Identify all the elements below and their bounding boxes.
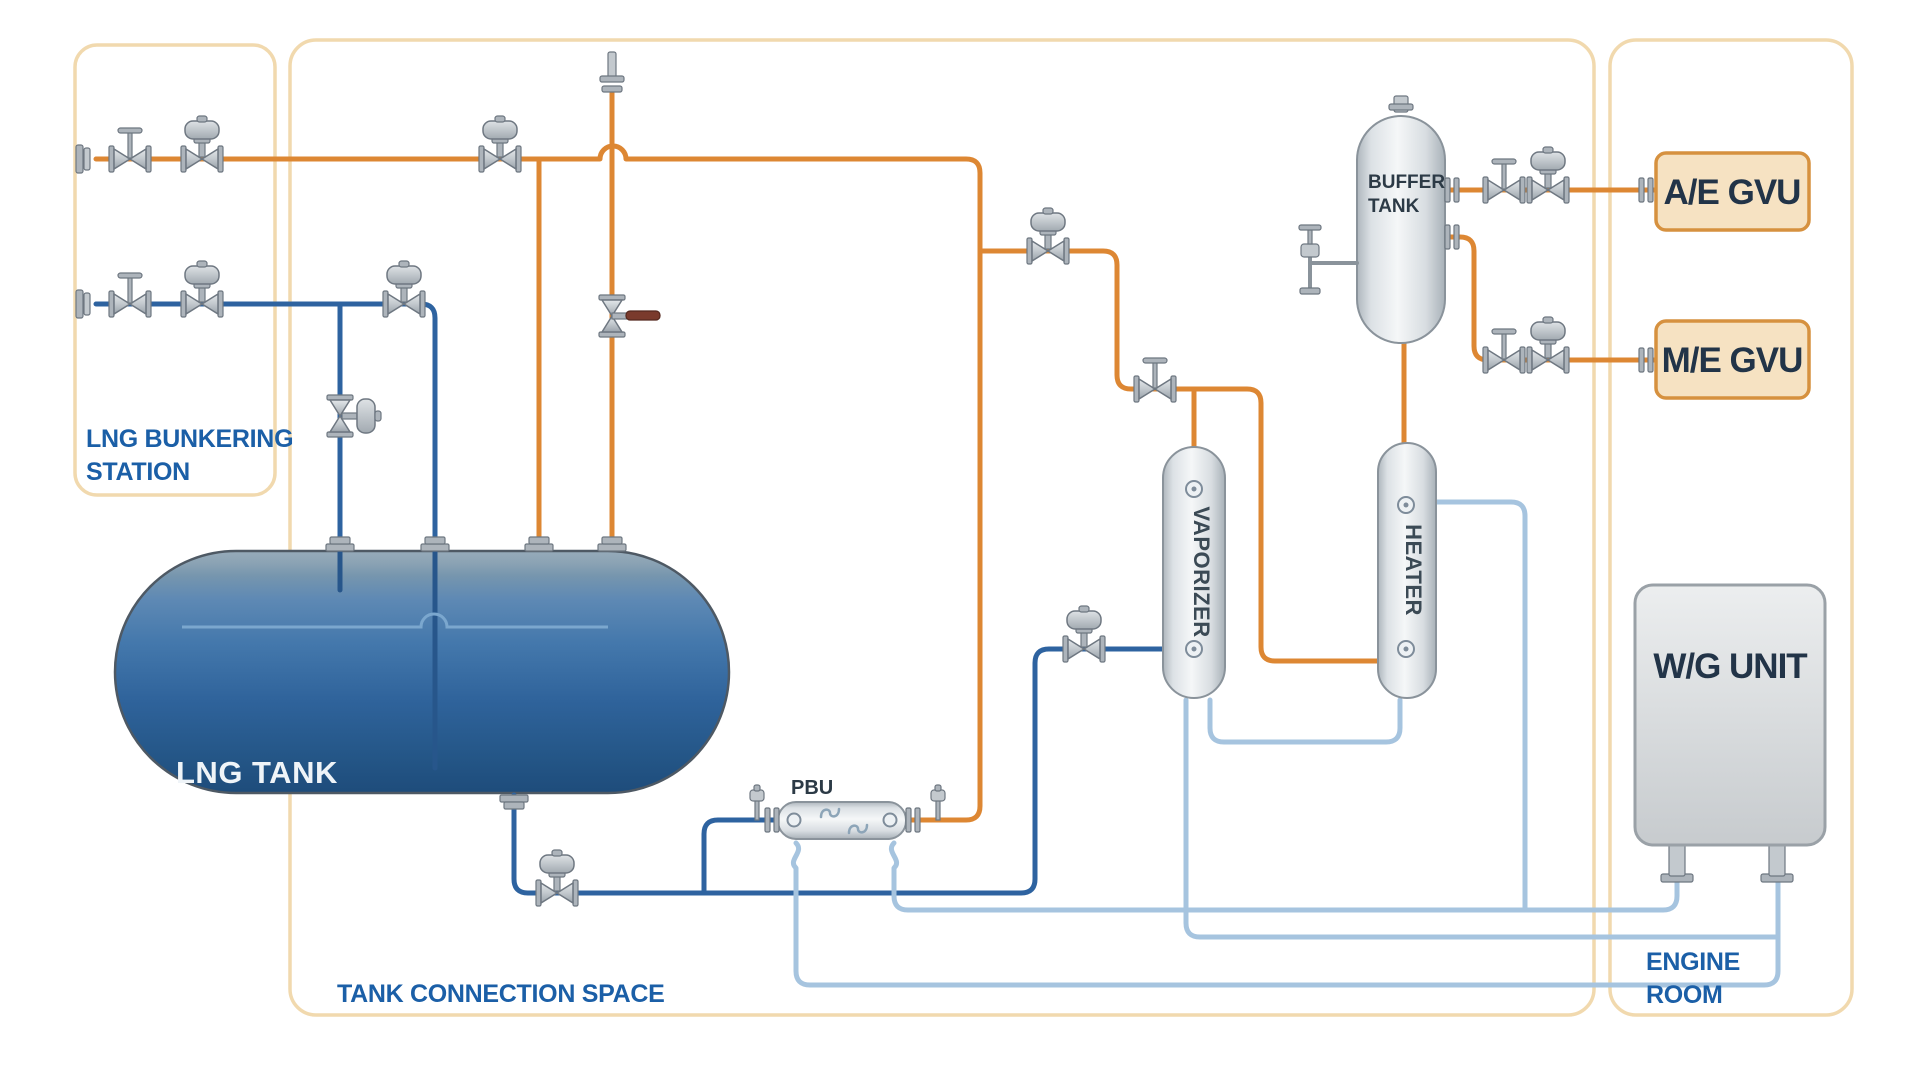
tank-connection-space-label: TANK CONNECTION SPACE bbox=[337, 980, 665, 1008]
manual-valve-bunkering-liquid bbox=[108, 272, 152, 318]
gas-pipe-to-heater bbox=[977, 248, 1383, 664]
vaporizer-port-bottom bbox=[1185, 640, 1203, 658]
control-valve-me-gvu bbox=[1526, 316, 1570, 374]
glycol-pipes bbox=[790, 499, 1781, 988]
manual-lever-valve-vent bbox=[598, 294, 661, 338]
instrument-pbu-inlet bbox=[749, 784, 765, 821]
bunkering-station-label-line2: STATION bbox=[86, 458, 190, 486]
control-valve-bottom-fill-side-actuator bbox=[326, 394, 382, 438]
tank-nozzle-vapor bbox=[524, 536, 554, 552]
control-valve-tank-vapor-outlet bbox=[1026, 207, 1070, 265]
vaporizer-port-top bbox=[1185, 480, 1203, 498]
wg-unit-label: W/G UNIT bbox=[1653, 647, 1807, 686]
zone-tank-connection-space bbox=[288, 38, 1596, 1017]
lng-tank-label: LNG TANK bbox=[176, 755, 338, 790]
bunkering-liquid-connection-cap bbox=[75, 289, 91, 319]
buffer-instrument-handle bbox=[1298, 224, 1322, 231]
lng-pipe-pbu-feed bbox=[701, 817, 783, 896]
valves bbox=[108, 115, 1570, 907]
ae-gvu-label: A/E GVU bbox=[1664, 173, 1801, 212]
vaporizer-label: VAPORIZER bbox=[1189, 506, 1214, 637]
tank-nozzle-fill-2 bbox=[420, 536, 450, 552]
manual-valve-bunkering-gas bbox=[108, 127, 152, 173]
buffer-tank-instrument-valve bbox=[1298, 224, 1359, 295]
buffer-tank-vessel bbox=[1356, 115, 1446, 344]
buffer-tank-label-line1: BUFFER bbox=[1368, 172, 1445, 193]
glycol-pipe-vaporizer-return bbox=[1183, 697, 1781, 940]
buffer-instrument-stem bbox=[1307, 229, 1313, 245]
manual-valve-me-gvu bbox=[1482, 328, 1526, 374]
gas-pipe-buffer-to-me-gvu bbox=[1446, 234, 1663, 363]
engine-room-label-line2: ROOM bbox=[1646, 981, 1723, 1009]
lng-pipe-tank-outlet-header bbox=[511, 646, 1169, 896]
heater-port-bottom bbox=[1397, 640, 1415, 658]
bunkering-gas-connection-cap bbox=[75, 144, 91, 174]
buffer-tank-label-line2: TANK bbox=[1368, 196, 1420, 217]
pbu-label: PBU bbox=[791, 777, 833, 799]
gas-pipe-bunkering-header-and-pbu-return bbox=[93, 143, 983, 823]
ae-gvu-box bbox=[1654, 151, 1811, 232]
tank-nozzle-vent bbox=[597, 536, 627, 552]
pbu-bolt-right bbox=[882, 812, 898, 828]
engine-room-label-line1: ENGINE bbox=[1646, 948, 1740, 976]
bunkering-station-label-line1: LNG BUNKERING bbox=[86, 425, 293, 453]
me-gvu-label: M/E GVU bbox=[1662, 341, 1803, 380]
control-valve-bunkering-liquid bbox=[180, 260, 224, 318]
wg-unit-box bbox=[1633, 583, 1827, 847]
heater-label: HEATER bbox=[1401, 524, 1426, 616]
control-valve-lng-outlet bbox=[535, 849, 579, 907]
wg-unit bbox=[1633, 583, 1827, 883]
vaporizer-vessel bbox=[1162, 446, 1226, 699]
instrument-pbu-outlet bbox=[930, 784, 946, 821]
pbu-bolt-left bbox=[786, 812, 802, 828]
buffer-instrument-flange bbox=[1299, 287, 1321, 295]
me-gvu-box bbox=[1654, 319, 1811, 400]
zone-bunkering-station bbox=[73, 43, 277, 497]
zone-engine-room bbox=[1608, 38, 1854, 1017]
tank-nozzle-fill-1 bbox=[325, 536, 355, 552]
manual-valve-ae-gvu bbox=[1482, 158, 1526, 204]
fittings bbox=[75, 51, 1654, 833]
glycol-pipe-heater-vaporizer-link bbox=[1207, 697, 1403, 745]
control-valve-vaporizer-feed bbox=[1062, 605, 1106, 663]
tank-level-line bbox=[182, 612, 608, 629]
control-valve-vapor-return bbox=[478, 115, 522, 173]
control-valve-ae-gvu bbox=[1526, 146, 1570, 204]
glycol-pipe-wg-to-pbu bbox=[888, 840, 1680, 913]
tank-nozzle-bottom-outlet bbox=[499, 794, 529, 810]
glycol-pipe-pbu-return bbox=[790, 840, 1781, 988]
control-valve-top-fill bbox=[382, 260, 426, 318]
control-valve-bunkering-gas bbox=[180, 115, 224, 173]
buffer-instrument-body bbox=[1300, 243, 1320, 258]
glycol-pipe-heater-supply bbox=[1434, 499, 1528, 913]
heater-port-top bbox=[1397, 496, 1415, 514]
vent-mast-connection bbox=[599, 51, 625, 93]
heater-vessel bbox=[1377, 442, 1437, 699]
buffer-tank-top-cap bbox=[1388, 95, 1414, 113]
manual-valve-vaporizer-outlet bbox=[1133, 357, 1177, 403]
